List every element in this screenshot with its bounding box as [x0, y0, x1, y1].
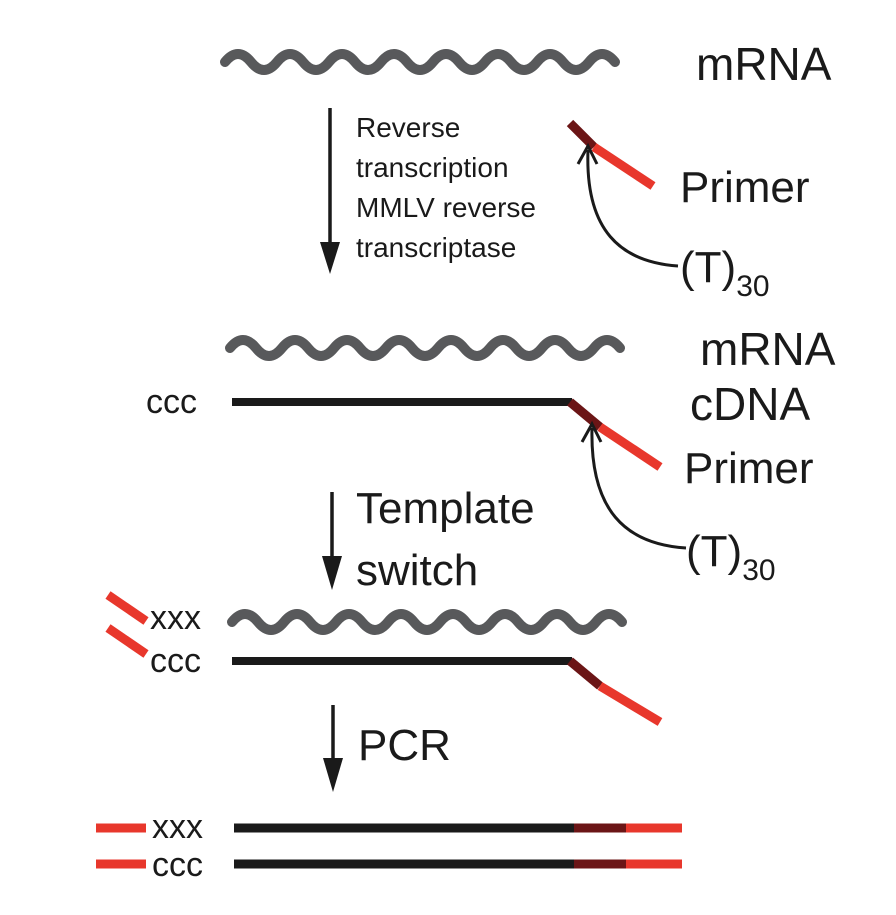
step1-text-line-1: Reverse	[356, 112, 460, 143]
switch-oligo-1	[105, 591, 149, 625]
primer-label-2: Primer	[684, 444, 814, 493]
primer-dark-3	[567, 657, 603, 690]
polyT-label-2: (T)30	[686, 527, 776, 587]
polyT-arrowhead-2	[580, 420, 603, 443]
polyT-arrowhead-1	[576, 142, 599, 165]
primer-dark-2	[567, 398, 603, 431]
down-arrowhead-1	[320, 242, 340, 274]
step3-text: PCR	[358, 721, 451, 770]
step1-text-line-2: transcription	[356, 152, 509, 183]
cdna-label-2: cDNA	[690, 378, 810, 430]
switch-oligo-2	[105, 624, 149, 658]
primer-dark-1	[566, 119, 598, 151]
polyT-label-1: (T)30	[680, 243, 770, 303]
mrna-strand-1	[220, 49, 620, 75]
step2-text-line-2: switch	[356, 546, 478, 595]
ccc-label-3: ccc	[150, 642, 201, 680]
ccc-label-4: ccc	[152, 846, 203, 884]
primer-red-3	[597, 682, 663, 726]
primer-red-1	[591, 143, 656, 190]
step2-text-line-1: Template	[356, 484, 535, 533]
polyT-curved-arrow-2	[590, 427, 687, 550]
step1-text-line-3: MMLV reverse	[356, 192, 536, 223]
xxx-label-3: xxx	[150, 599, 201, 637]
ccc-label-2: ccc	[146, 383, 197, 421]
step1-text-line-4: transcriptase	[356, 232, 516, 263]
primer-red-2	[597, 423, 663, 471]
down-arrowhead-2	[322, 556, 342, 590]
down-arrowhead-3	[323, 758, 343, 792]
xxx-label-4: xxx	[152, 808, 203, 846]
primer-label-1: Primer	[680, 163, 810, 212]
mrna-strand-3	[227, 609, 627, 635]
mrna-label-2: mRNA	[700, 323, 836, 375]
mrna-label-1: mRNA	[696, 38, 832, 90]
polyT-curved-arrow-1	[586, 149, 679, 268]
mrna-strand-2	[225, 335, 625, 361]
